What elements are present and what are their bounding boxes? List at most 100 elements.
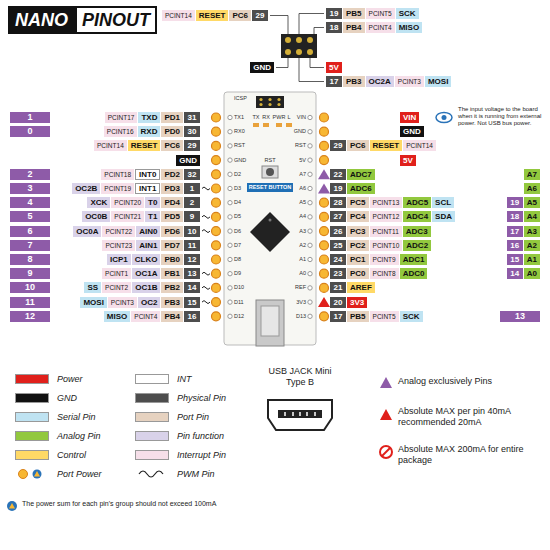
board-pin-label: GND	[234, 157, 246, 164]
board-pin-label: A4	[299, 213, 306, 220]
power-group-icon-mark	[9, 503, 15, 509]
title-bar: NANOPINOUT	[8, 6, 157, 34]
pin-label: PCINT23	[102, 240, 135, 251]
port-power-dot	[320, 227, 329, 236]
pin-number: 10	[10, 282, 50, 293]
pin-label: 5V	[326, 62, 342, 73]
pin-label: 3V3	[347, 297, 367, 308]
pin-label: MOSI	[425, 76, 451, 87]
pin-label: PCINT10	[370, 240, 403, 251]
pin-label: 2	[184, 197, 200, 208]
pin-number: 3	[10, 183, 50, 194]
led-label: TX	[252, 114, 259, 121]
port-power-dot	[212, 269, 221, 278]
legend-swatch	[15, 431, 49, 441]
legend-text: Analog Pin	[57, 430, 101, 442]
pin-number: 17	[507, 226, 523, 237]
pin-label: AIN0	[136, 226, 160, 237]
leader-lines	[270, 14, 324, 82]
board-pin-label: VIN	[297, 114, 306, 121]
max-current-marker	[318, 297, 330, 307]
pin-label: ICP1	[107, 254, 131, 265]
board-hole	[228, 272, 232, 276]
pin-label: ADC6	[347, 183, 375, 194]
pin-number: 12	[10, 311, 50, 322]
board-pin-label: A3	[299, 228, 306, 235]
note-text: Analog exclusively Pins	[398, 376, 546, 387]
port-power-dot	[212, 141, 221, 150]
pin-label: 16	[184, 311, 200, 322]
board-pin-label: D10	[234, 284, 244, 291]
board-hole	[228, 243, 232, 247]
pin-label: ADC7	[347, 169, 375, 180]
legend-swatch	[15, 393, 49, 403]
pin-label: ADC1	[400, 254, 428, 265]
legend-dot	[19, 470, 28, 479]
port-power-dot	[320, 127, 329, 136]
board-hole	[228, 257, 232, 261]
mcu-chip	[250, 212, 290, 252]
pin-label: PCINT20	[111, 197, 144, 208]
pin-number: 5	[10, 211, 50, 222]
board-pin-label: D4	[234, 199, 241, 206]
no-sign-bar	[382, 448, 390, 456]
pin-label: PCINT2	[102, 282, 131, 293]
board-hole	[308, 272, 312, 276]
note-text: The input voltage to the board when it i…	[458, 106, 546, 127]
pin-label: ADC3	[403, 226, 431, 237]
port-power-dot	[212, 170, 221, 179]
pin-label: PCINT3	[395, 76, 424, 87]
legend-symbol	[15, 468, 49, 480]
pin-label: A2	[524, 240, 540, 251]
board-hole	[228, 314, 232, 318]
board-pin-label: 5V	[299, 157, 306, 164]
pin-label: PC4	[347, 211, 369, 222]
pin-number: 2	[10, 169, 50, 180]
pin-label: 12	[184, 254, 200, 265]
icsp-top-header	[281, 34, 317, 58]
pin-number: 9	[10, 268, 50, 279]
pin-label: MOSI	[80, 297, 106, 308]
usb-jack-contacts	[285, 412, 315, 416]
pin-label: PCINT8	[370, 268, 399, 279]
board-hole	[228, 286, 232, 290]
board-pin-label: D8	[234, 256, 241, 263]
pin-label: PC2	[347, 240, 369, 251]
legend-text: Pin function	[177, 430, 224, 442]
pin-label: PB5	[343, 8, 365, 19]
pin-label: PCINT17	[105, 112, 138, 123]
board-pin-label: D11	[234, 299, 244, 306]
pin-label: SCK	[396, 8, 419, 19]
pin-number: 16	[507, 240, 523, 251]
board-pin-label: D5	[234, 213, 241, 220]
board-pin-label: A0	[299, 270, 306, 277]
title-word: NANO	[8, 6, 75, 34]
port-power-dot	[320, 141, 329, 150]
pin-label: AREF	[347, 282, 375, 293]
pin-label: INT1	[135, 183, 160, 194]
pin-label: SDA	[432, 211, 455, 222]
board-outline	[224, 92, 316, 345]
board-pin-label: A5	[299, 199, 306, 206]
port-power-dot	[320, 283, 329, 292]
eye-icon	[436, 113, 452, 123]
pin-label: CLKO	[132, 254, 161, 265]
legend-text: Port Pin	[177, 411, 209, 423]
usb-connector	[256, 300, 284, 346]
port-power-dot	[212, 156, 221, 165]
pin-label: PCINT3	[108, 297, 137, 308]
board-hole	[308, 286, 312, 290]
pin-label: VIN	[400, 112, 419, 123]
pin-label: OC1B	[132, 282, 160, 293]
pin-label: PD2	[161, 169, 183, 180]
pin-label: 28	[330, 197, 346, 208]
board-hole	[228, 115, 232, 119]
pin-label: PCINT1	[102, 268, 131, 279]
usb-jack-outline	[268, 400, 332, 430]
pin-number: 7	[10, 240, 50, 251]
legend-swatch	[135, 431, 169, 441]
title-word: PINOUT	[75, 6, 157, 34]
port-power-dot	[212, 241, 221, 250]
pin-label: 29	[330, 140, 346, 151]
pin-label: PB2	[161, 282, 183, 293]
